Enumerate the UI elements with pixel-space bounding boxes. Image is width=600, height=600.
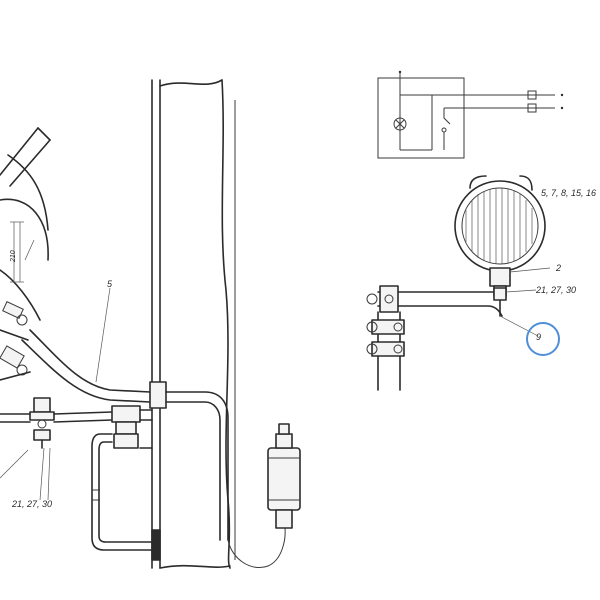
lamp-mount-arm (366, 285, 539, 391)
highlight-circle[interactable] (526, 322, 560, 356)
lamp-lens-grid (465, 188, 533, 264)
u-bolt-clamp (91, 405, 161, 561)
left-assembly-ref-label: 21, 27, 30 (12, 499, 53, 509)
wiring-schematic (377, 70, 564, 159)
spotlight-lamp (454, 175, 551, 297)
lamp-ref-label: 5, 7, 8, 15, 16 (541, 188, 597, 198)
fastener-ref-label: 21, 27, 30 (536, 285, 577, 295)
arm-ref-label: 2 (556, 263, 562, 273)
cable-connector (227, 423, 301, 568)
dimension-ref-label: 210 (10, 250, 17, 262)
bent-bracket (21, 287, 229, 541)
left-assembly (0, 127, 113, 501)
bracket-ref-label: 5 (107, 279, 113, 289)
frame-member (151, 79, 236, 569)
